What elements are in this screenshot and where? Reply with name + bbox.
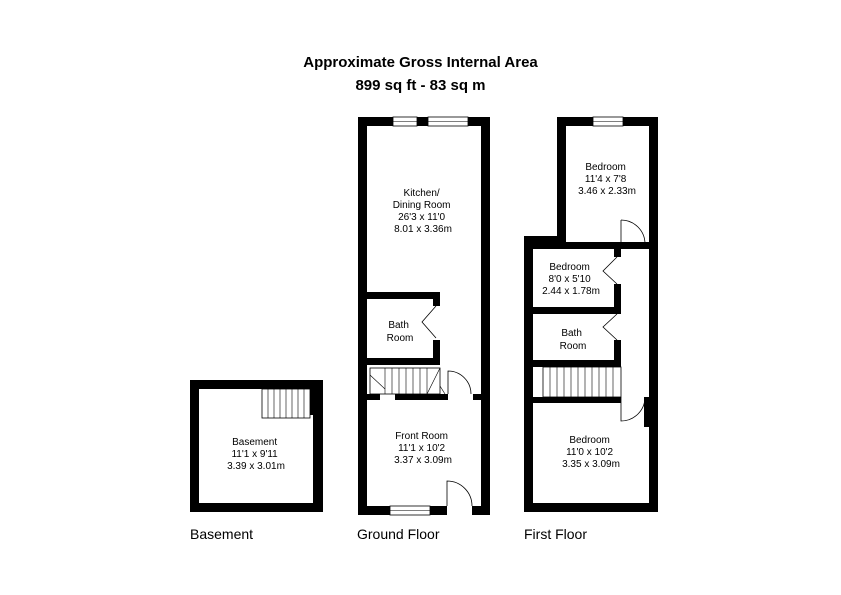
first-floor-plan: [524, 116, 658, 512]
area-size: 899 sq ft - 83 sq m: [355, 77, 486, 94]
bedroom-top-label: Bedroom 11'4 x 7'8 3.46 x 2.33m: [578, 162, 636, 197]
basement-floor-label: Basement: [190, 526, 254, 542]
bedroom-small-label: Bedroom 8'0 x 5'10 2.44 x 1.78m: [542, 262, 600, 297]
kitchen-label: Kitchen/ Dining Room 26'3 x 11'0 8.01 x …: [393, 188, 454, 235]
first-bath-label: Bath Room: [560, 328, 587, 352]
first-floor-label: First Floor: [524, 526, 587, 542]
bedroom-front-label: Bedroom 11'0 x 10'2 3.35 x 3.09m: [562, 435, 620, 470]
basement-plan: [190, 380, 323, 512]
ground-floor-label: Ground Floor: [357, 526, 440, 542]
basement-label: Basement 11'1 x 9'11 3.39 x 3.01m: [227, 437, 285, 472]
front-room-label: Front Room 11'1 x 10'2 3.37 x 3.09m: [394, 431, 452, 466]
area-title: Approximate Gross Internal Area: [303, 54, 538, 71]
ground-floor-plan: [358, 116, 490, 516]
ground-bath-label: Bath Room: [387, 320, 414, 344]
